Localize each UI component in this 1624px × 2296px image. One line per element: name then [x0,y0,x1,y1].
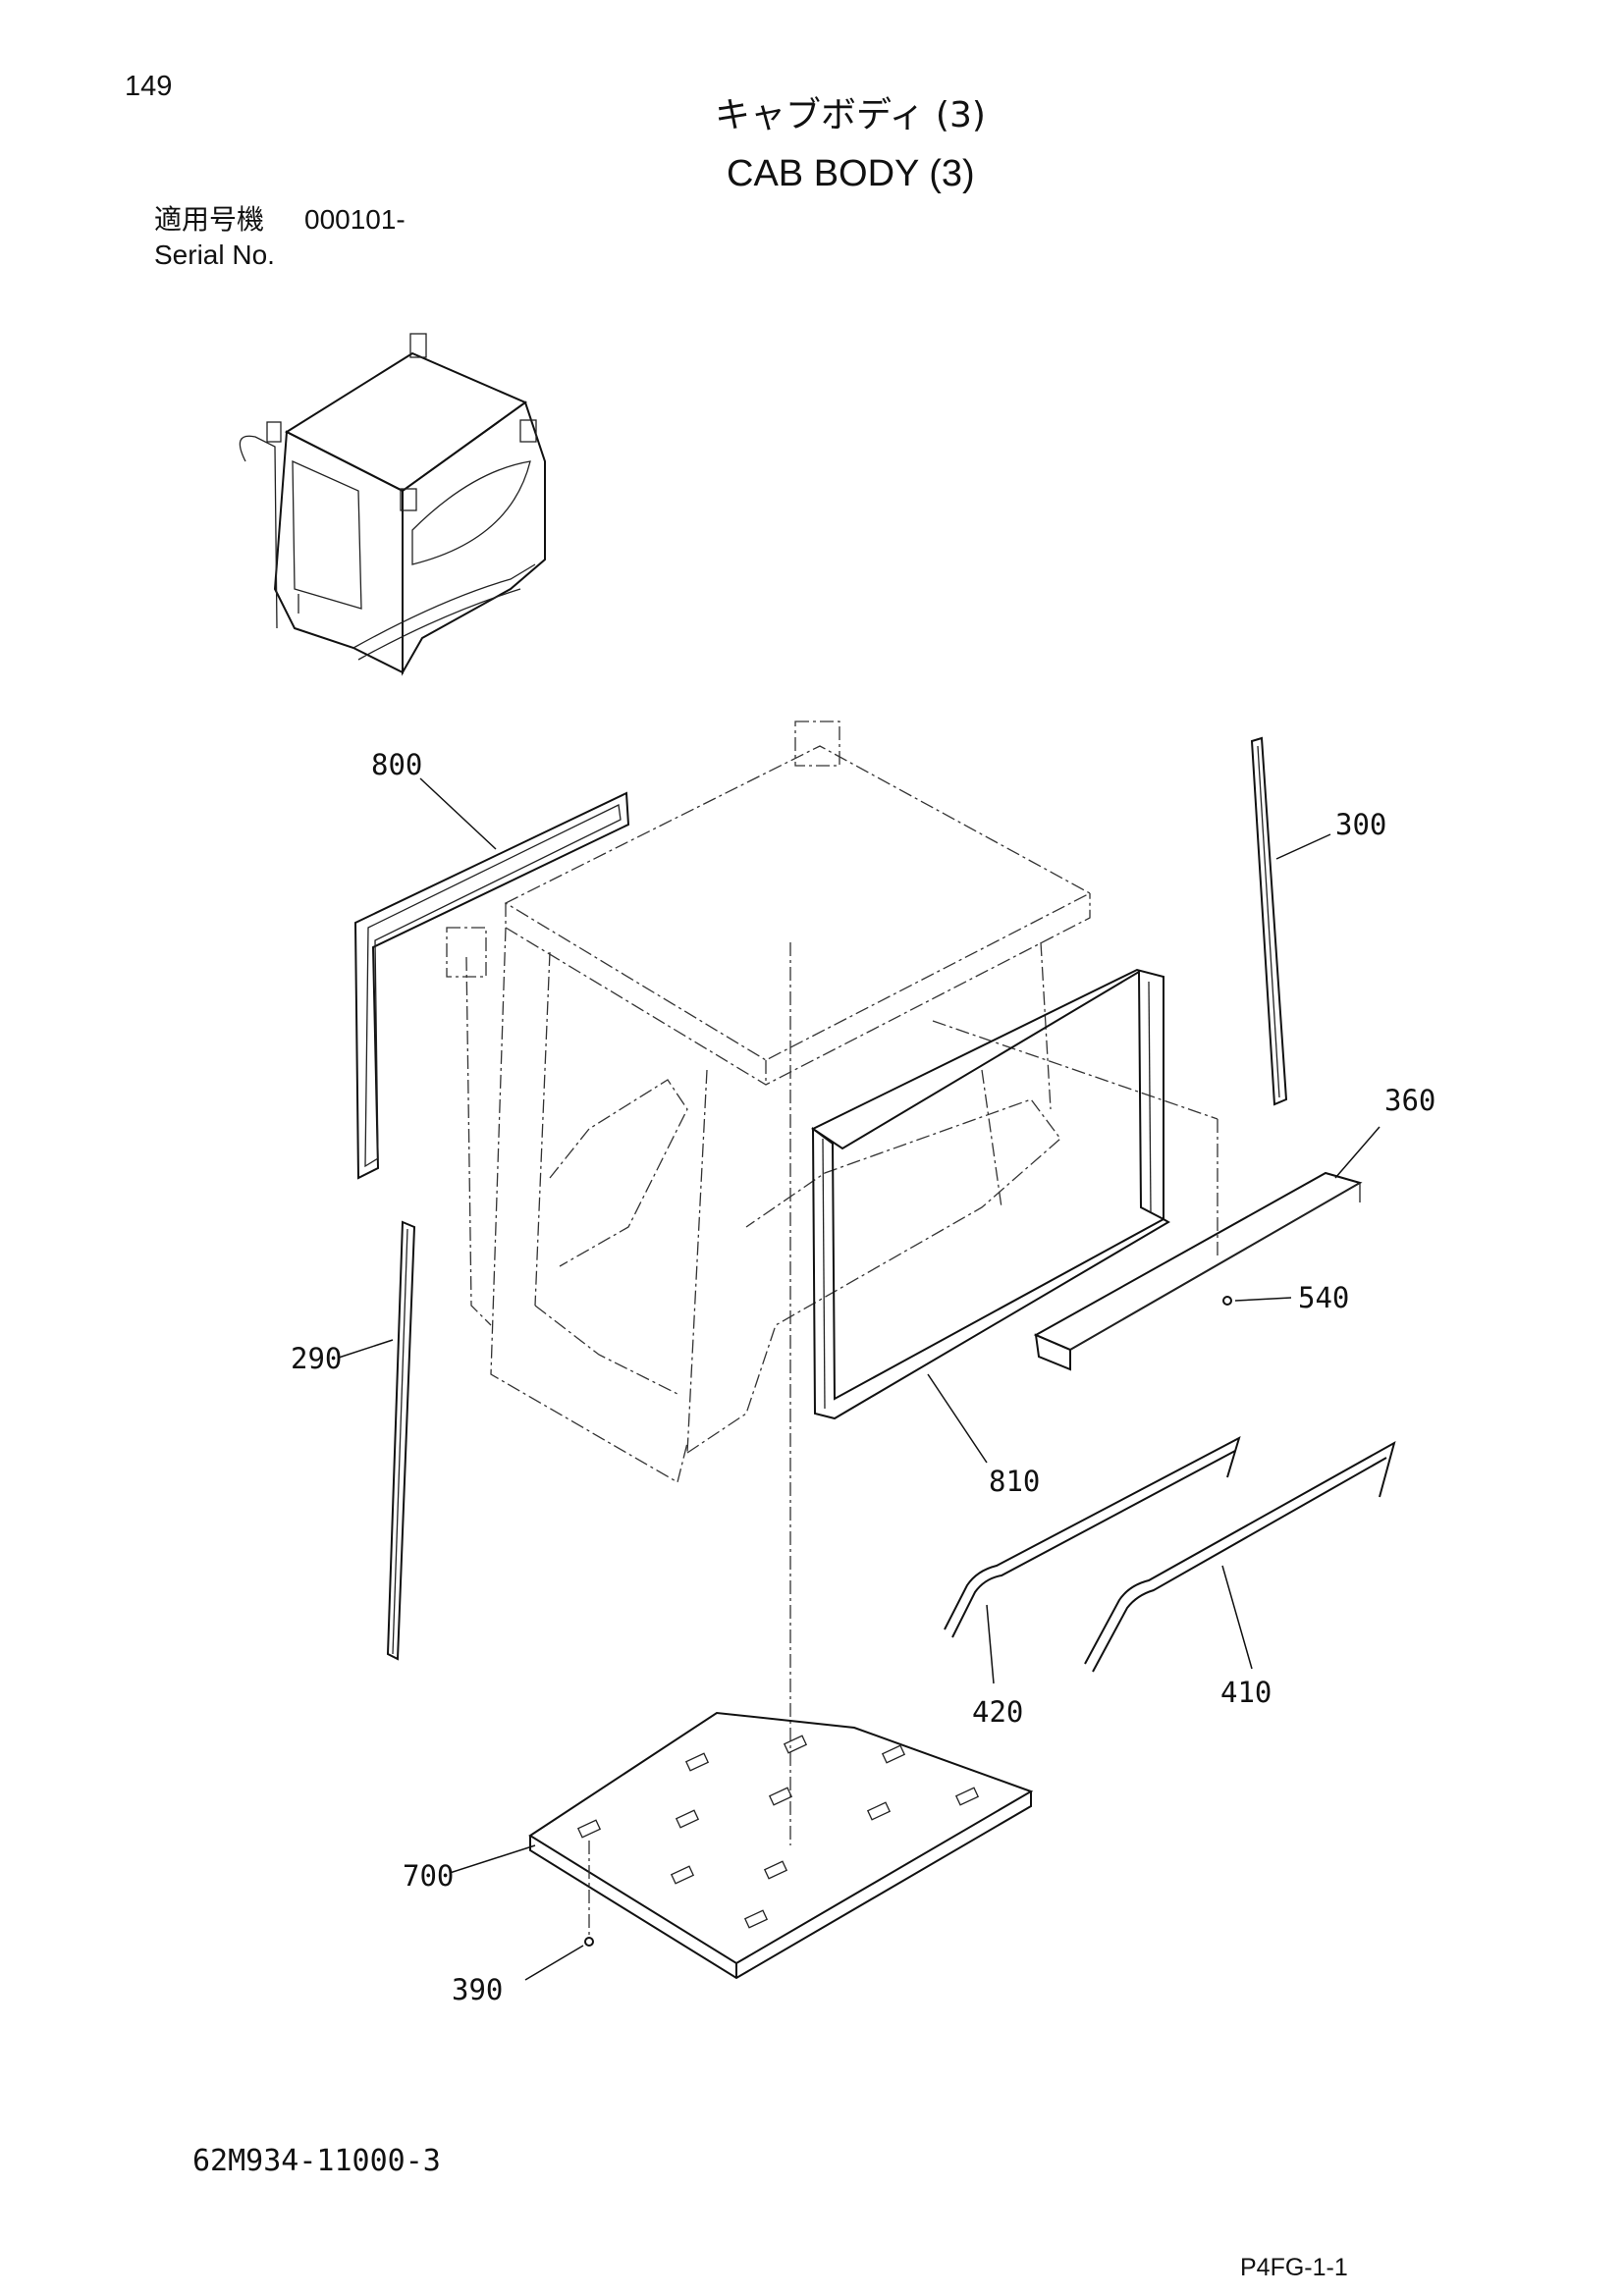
callout-290: 290 [291,1342,343,1375]
callout-540: 540 [1298,1281,1350,1314]
page-number: 149 [125,71,173,102]
serial-label-japanese: 適用号機 [154,203,265,236]
part-420-weather-strip [944,1436,1241,1638]
serial-number-value: 000101- [304,204,406,235]
callout-410: 410 [1220,1676,1272,1709]
drawing-number: 62M934-11000-3 [192,2144,441,2178]
callout-360: 360 [1384,1084,1436,1117]
part-300-side-trim [1250,736,1288,1106]
serial-label-english: Serial No. [154,240,275,270]
part-390-bolt [584,1841,594,1947]
callout-800: 800 [371,748,423,781]
cab-overview-thumbnail [239,333,546,676]
part-800-window-seal [353,791,630,1180]
cab-frame-phantom [446,721,1218,1845]
callout-300: 300 [1335,808,1387,841]
part-810-window-seal [810,968,1170,1420]
callout-700: 700 [403,1859,455,1893]
callout-390: 390 [452,1973,504,2006]
page-title-japanese: キャブボディ (3) [715,95,986,135]
part-540-screw [1222,1296,1232,1306]
part-360-angle-bracket [1033,1171,1363,1371]
part-700-floor-plate [528,1711,1034,1980]
part-290-side-trim [386,1220,416,1661]
callout-420: 420 [972,1695,1024,1729]
callout-810: 810 [989,1465,1041,1498]
callout-leader-lines [338,777,1380,1981]
part-410-weather-strip [1084,1440,1396,1673]
page-code: P4FG-1-1 [1240,2254,1348,2281]
page-title-english: CAB BODY (3) [727,153,975,194]
